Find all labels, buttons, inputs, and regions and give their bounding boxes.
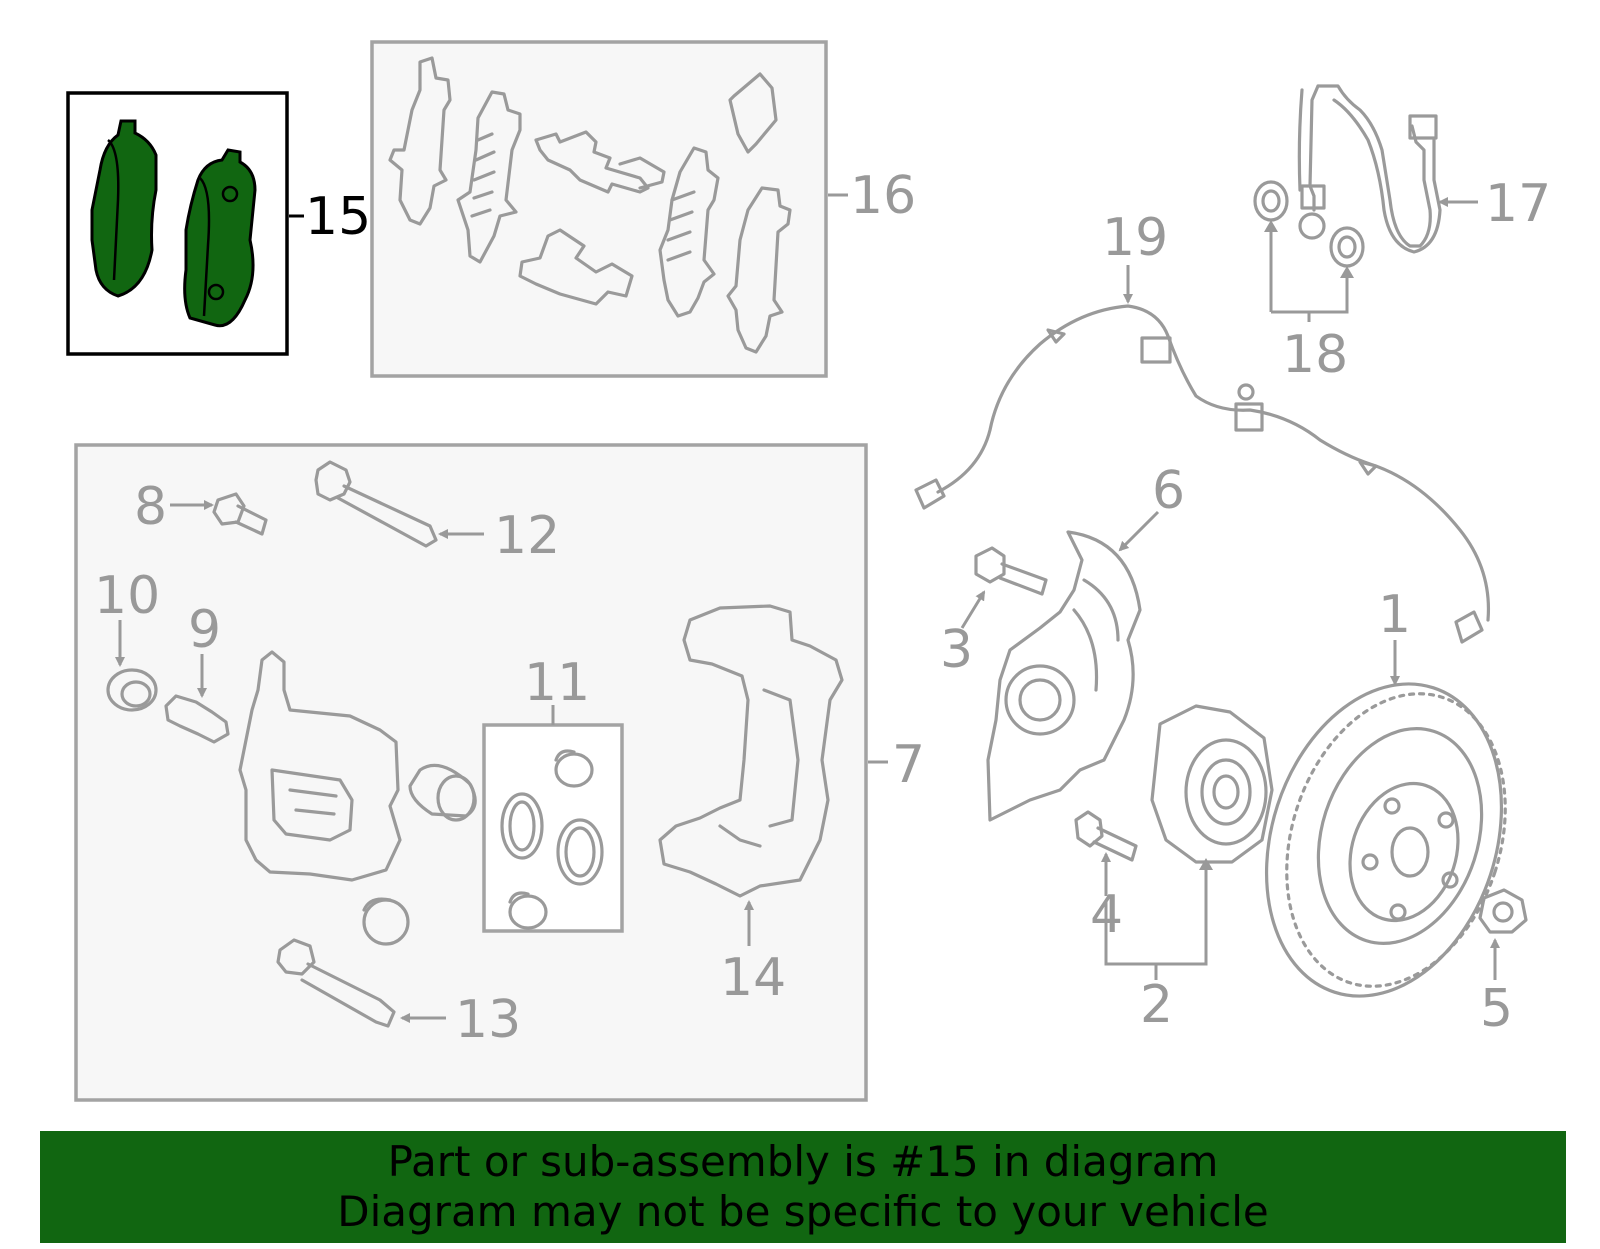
bolt-3[interactable]: 3 bbox=[940, 546, 1048, 680]
seal-kit-box bbox=[482, 723, 624, 933]
callout-2: 2 bbox=[1140, 975, 1173, 1035]
callout-8: 8 bbox=[134, 477, 167, 537]
callout-14: 14 bbox=[720, 948, 786, 1008]
brake-hose-17[interactable]: 17 bbox=[1297, 84, 1551, 254]
washers-18[interactable]: 18 bbox=[1253, 180, 1365, 385]
brake-rotor-1[interactable]: 1 bbox=[1228, 585, 1541, 1027]
callout-15: 15 bbox=[305, 187, 371, 247]
abs-sensor-19[interactable]: 19 bbox=[914, 208, 1491, 644]
guide-pin-13[interactable]: 13 bbox=[276, 938, 521, 1050]
callout-3: 3 bbox=[940, 620, 973, 680]
callout-10: 10 bbox=[94, 566, 160, 626]
banner-line-2: Diagram may not be specific to your vehi… bbox=[337, 1187, 1269, 1236]
brake-pad-right[interactable] bbox=[183, 148, 257, 328]
cap-10[interactable]: 10 bbox=[94, 566, 160, 712]
seal-kit-11[interactable]: 11 bbox=[482, 653, 624, 933]
hardware-kit-box bbox=[370, 40, 828, 378]
brake-pad-left[interactable] bbox=[90, 119, 158, 298]
callout-16: 16 bbox=[850, 166, 916, 226]
caliper-bracket-14[interactable]: 14 bbox=[658, 604, 844, 1008]
caliper-body[interactable] bbox=[238, 650, 402, 882]
bleeder-bolt-8[interactable]: 8 bbox=[134, 477, 268, 537]
wheel-hub-2[interactable]: 2 bbox=[1104, 704, 1274, 1035]
banner-line-1: Part or sub-assembly is #15 in diagram bbox=[387, 1137, 1219, 1186]
guide-pin-12[interactable]: 12 bbox=[314, 460, 560, 566]
caliper-assembly-box bbox=[74, 443, 868, 1102]
callout-1: 1 bbox=[1378, 585, 1411, 645]
callout-19: 19 bbox=[1102, 208, 1168, 268]
callout-18: 18 bbox=[1282, 325, 1348, 385]
callout-12: 12 bbox=[494, 506, 560, 566]
caliper-assembly-group[interactable]: 8 12 10 9 bbox=[74, 443, 925, 1102]
dust-shield-6[interactable]: 6 bbox=[986, 461, 1185, 822]
brake-pads-group[interactable]: 15 bbox=[66, 91, 371, 356]
callout-5: 5 bbox=[1480, 979, 1513, 1039]
hub-nut-5[interactable]: 5 bbox=[1478, 888, 1528, 1039]
caliper-piston[interactable] bbox=[408, 763, 477, 822]
info-banner: Part or sub-assembly is #15 in diagram D… bbox=[40, 1131, 1566, 1243]
bleeder-screw-9[interactable]: 9 bbox=[164, 600, 230, 744]
hardware-kit-group[interactable]: 16 bbox=[370, 40, 916, 378]
callout-17: 17 bbox=[1485, 174, 1551, 234]
callout-11: 11 bbox=[524, 653, 590, 713]
callout-7: 7 bbox=[892, 735, 925, 795]
guide-boot[interactable] bbox=[362, 897, 410, 946]
callout-6: 6 bbox=[1152, 461, 1185, 521]
callout-9: 9 bbox=[188, 600, 221, 660]
callout-13: 13 bbox=[455, 990, 521, 1050]
